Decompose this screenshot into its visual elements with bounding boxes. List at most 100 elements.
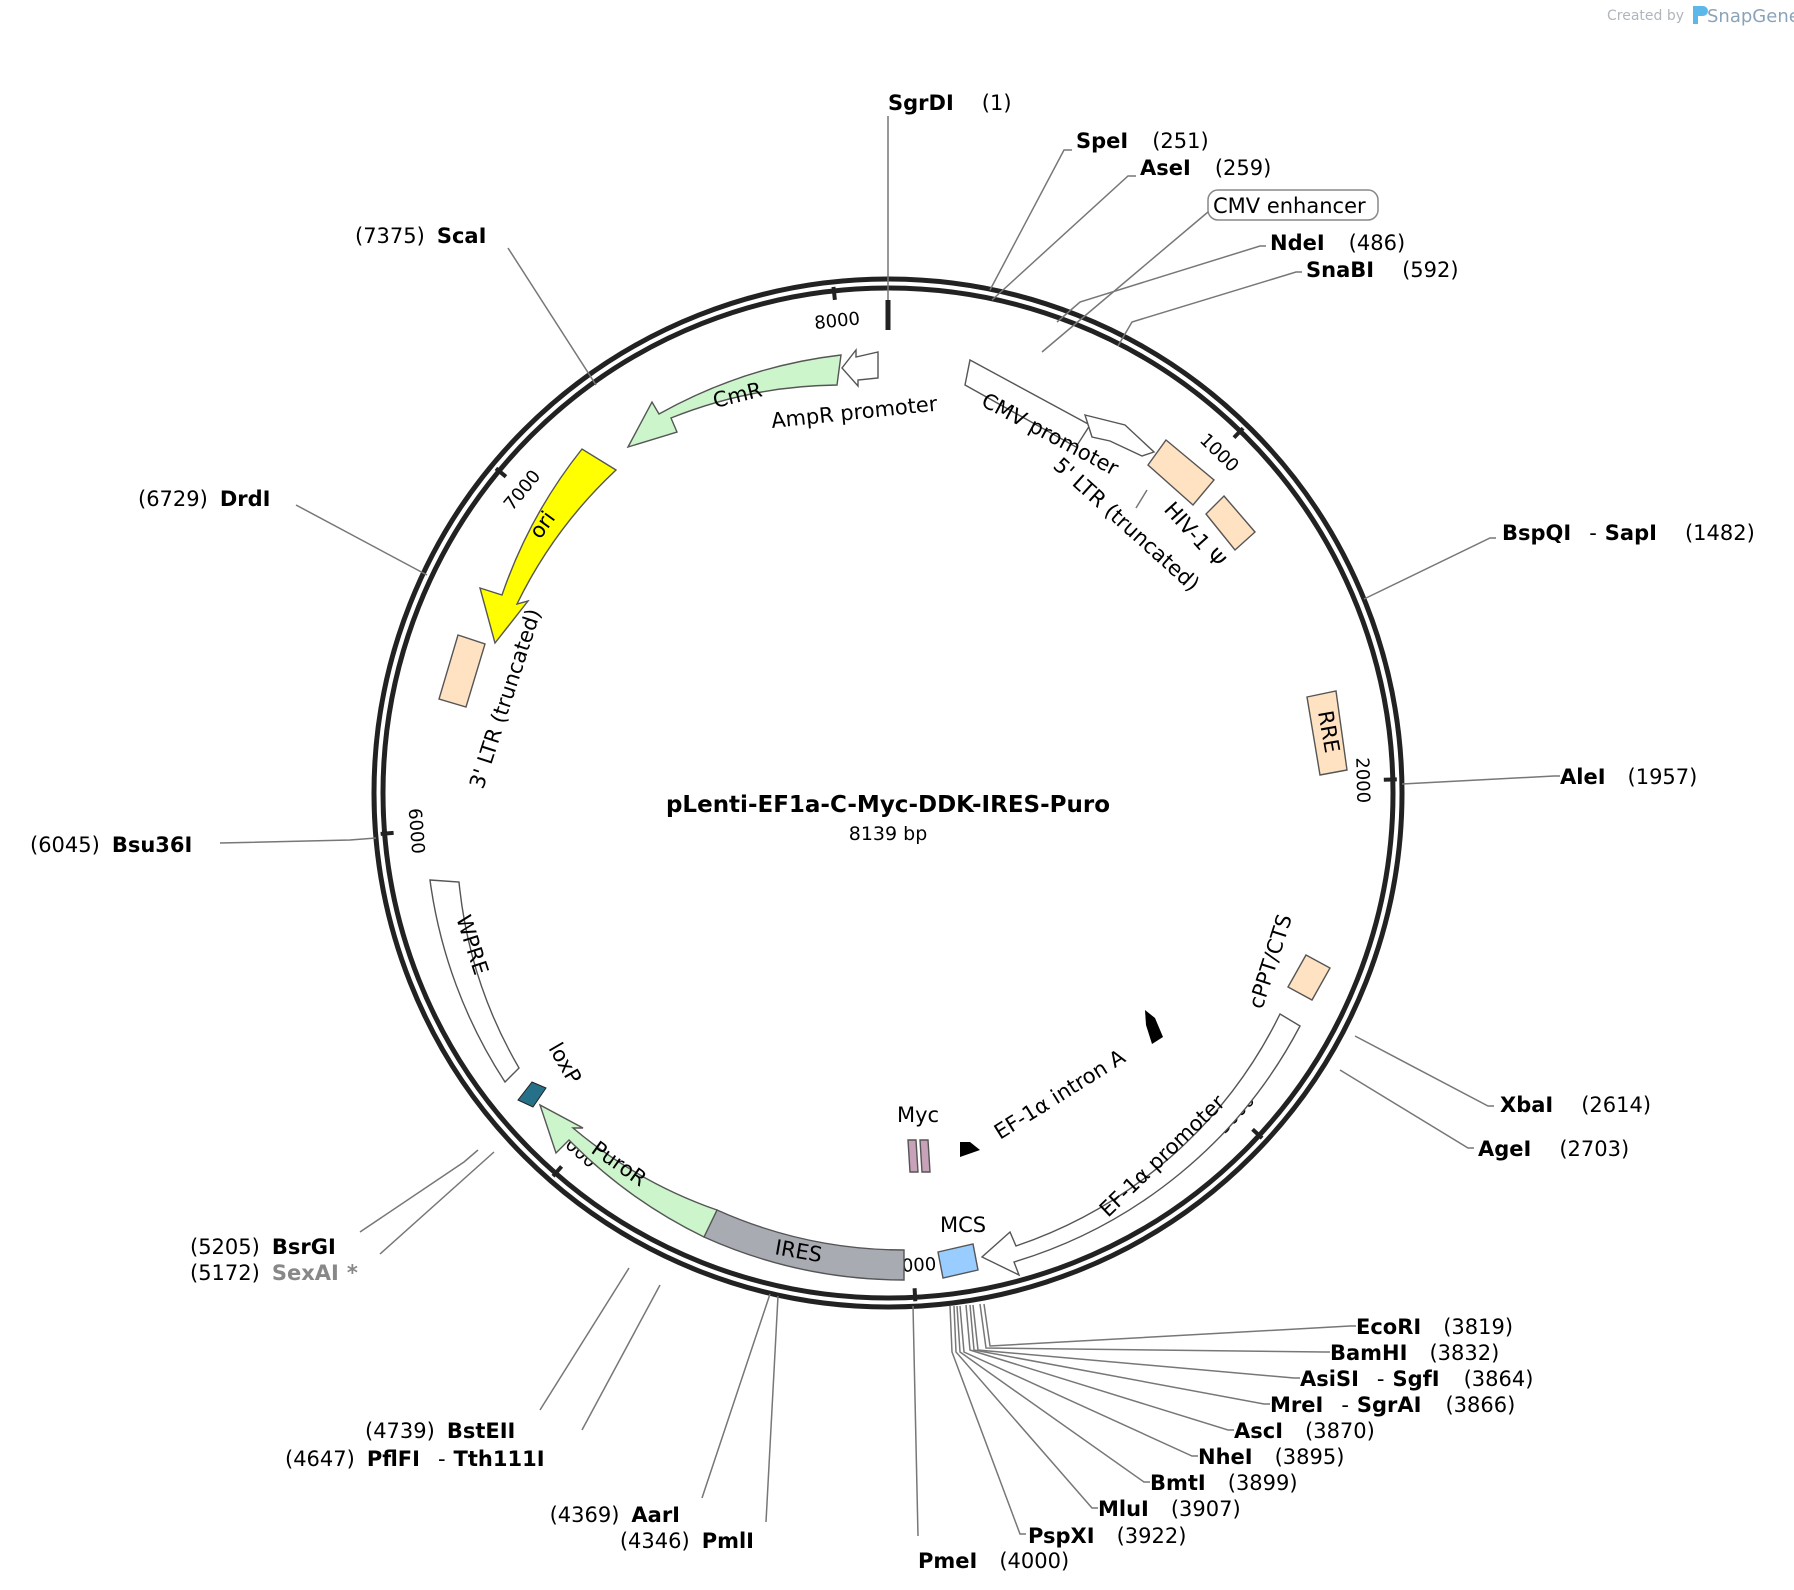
site-sgrdi[interactable]: SgrDI(1) — [887, 91, 1012, 300]
svg-text:SnaBI(592): SnaBI(592) — [1306, 258, 1459, 282]
tick-8000: 8000 — [813, 286, 861, 334]
svg-text:BspQI-SapI(1482): BspQI-SapI(1482) — [1502, 521, 1755, 545]
svg-text:SpeI(251): SpeI(251) — [1076, 129, 1209, 153]
svg-text:8000: 8000 — [813, 308, 861, 334]
features — [429, 347, 1348, 1281]
site-ecori[interactable]: EcoRI(3819) — [983, 1303, 1513, 1347]
svg-text:(6045)Bsu36I: (6045)Bsu36I — [30, 833, 192, 857]
site-bsrgi[interactable]: (5205)BsrGI — [190, 1149, 479, 1259]
feature-cmv-promoter[interactable] — [1083, 414, 1156, 457]
site-pflfi-tth111i[interactable]: (4647)PflFI-Tth111I — [285, 1284, 661, 1471]
feature-cmv-enhancer[interactable] — [964, 358, 1091, 448]
svg-text:2000: 2000 — [1351, 757, 1373, 803]
tick-7000: 7000 — [494, 466, 545, 515]
svg-text:(7375)ScaI: (7375)ScaI — [355, 224, 486, 248]
feature-cppt-cts[interactable] — [1287, 954, 1331, 1001]
plasmid-size: 8139 bp — [849, 823, 928, 845]
svg-text:AleI(1957): AleI(1957) — [1560, 765, 1697, 789]
feature-myc-1 — [907, 1139, 919, 1173]
svg-text:MluI(3907): MluI(3907) — [1098, 1497, 1241, 1521]
site-spei[interactable]: SpeI(251) — [989, 129, 1209, 291]
created-by-text: Created by — [1607, 8, 1684, 24]
svg-text:AscI(3870): AscI(3870) — [1234, 1419, 1375, 1443]
label-myc: Myc — [897, 1103, 939, 1127]
site-pmei[interactable]: PmeI(4000) — [912, 1305, 1069, 1573]
svg-text:MreI-SgrAI(3866): MreI-SgrAI(3866) — [1270, 1393, 1515, 1417]
feature-loxp[interactable] — [517, 1081, 547, 1108]
site-nhei[interactable]: NheI(3895) — [959, 1305, 1344, 1469]
site-mrei-sgrai[interactable]: MreI-SgrAI(3866) — [969, 1304, 1515, 1417]
feature-3-ltr[interactable] — [438, 634, 486, 708]
label-ef1a-promoter: EF-1α promoter — [1095, 1090, 1230, 1222]
label-loxp: loxP — [544, 1039, 586, 1088]
feature-ef1a-promoter[interactable] — [980, 1013, 1301, 1277]
snapgene-logo-icon — [1693, 6, 1708, 24]
svg-text:AsiSI-SgfI(3864): AsiSI-SgfI(3864) — [1300, 1367, 1533, 1391]
tick-2000: 2000 — [1351, 757, 1397, 803]
feature-cmr[interactable] — [626, 354, 842, 449]
label-cmr: CmR — [710, 378, 764, 413]
feature-ampr-promoter[interactable] — [841, 347, 879, 388]
restriction-sites: SgrDI(1) SpeI(251) AseI(259) NdeI(486) S… — [30, 91, 1755, 1573]
snapgene-brand-text[interactable]: SnapGene — [1707, 6, 1794, 27]
svg-text:NdeI(486): NdeI(486) — [1270, 231, 1405, 255]
svg-text:EcoRI(3819): EcoRI(3819) — [1356, 1315, 1513, 1339]
svg-text:SgrDI(1): SgrDI(1) — [888, 91, 1012, 115]
label-cmv-enhancer: CMV enhancer — [1213, 194, 1366, 218]
site-bspqi-sapi[interactable]: BspQI-SapI(1482) — [1363, 521, 1755, 600]
tick-6000: 6000 — [380, 807, 429, 855]
site-asisi-sgfi[interactable]: AsiSI-SgfI(3864) — [972, 1304, 1533, 1391]
feature-rre[interactable] — [1306, 690, 1348, 776]
site-agei[interactable]: AgeI(2703) — [1339, 1069, 1629, 1161]
tick-1000: 1000 — [1195, 426, 1245, 477]
svg-text:(6729)DrdI: (6729)DrdI — [138, 487, 270, 511]
site-bsu36i[interactable]: (6045)Bsu36I — [30, 833, 377, 857]
svg-text:(4647)PflFI-Tth111I: (4647)PflFI-Tth111I — [285, 1447, 545, 1471]
site-pspxi[interactable]: PspXI(3922) — [949, 1305, 1186, 1548]
site-ndei[interactable]: NdeI(486) — [1056, 231, 1405, 323]
label-ampr-promoter: AmpR promoter — [770, 392, 939, 433]
site-mlui[interactable]: MluI(3907) — [953, 1305, 1241, 1521]
svg-text:(4369)AarI: (4369)AarI — [550, 1503, 680, 1527]
svg-text:NheI(3895): NheI(3895) — [1198, 1445, 1344, 1469]
feature-ef1a-intron-a-mark-1 — [1145, 1010, 1163, 1044]
site-sexai[interactable]: (5172)SexAI* — [190, 1151, 495, 1285]
feature-myc-2 — [919, 1139, 931, 1173]
svg-text:AgeI(2703): AgeI(2703) — [1478, 1137, 1629, 1161]
site-bamhi[interactable]: BamHI(3832) — [979, 1303, 1499, 1365]
svg-text:(4739)BstEII: (4739)BstEII — [365, 1419, 515, 1443]
svg-text:BamHI(3832): BamHI(3832) — [1330, 1341, 1499, 1365]
site-alei[interactable]: AleI(1957) — [1401, 765, 1697, 789]
site-asei[interactable]: AseI(259) — [991, 156, 1271, 301]
feature-5-ltr[interactable] — [1147, 438, 1215, 507]
site-pmli[interactable]: (4346)PmlI — [620, 1295, 779, 1553]
site-drdi[interactable]: (6729)DrdI — [138, 487, 428, 576]
feature-ori[interactable] — [478, 448, 618, 645]
svg-text:6000: 6000 — [404, 807, 429, 854]
feature-purorr[interactable] — [538, 1103, 718, 1238]
svg-text:PspXI(3922): PspXI(3922) — [1028, 1524, 1186, 1548]
site-xbai[interactable]: XbaI(2614) — [1354, 1035, 1651, 1117]
site-snabi[interactable]: SnaBI(592) — [1117, 258, 1459, 347]
plasmid-name: pLenti-EF1a-C-Myc-DDK-IRES-Puro — [666, 792, 1110, 818]
svg-text:XbaI(2614): XbaI(2614) — [1500, 1093, 1651, 1117]
site-bsteii[interactable]: (4739)BstEII — [365, 1267, 630, 1443]
site-asci[interactable]: AscI(3870) — [965, 1304, 1375, 1443]
site-bmti[interactable]: BmtI(3899) — [956, 1305, 1298, 1495]
feature-mcs[interactable] — [937, 1243, 979, 1279]
label-ef1a-intron-a: EF-1α intron A — [990, 1044, 1130, 1144]
svg-text:(5172)SexAI*: (5172)SexAI* — [190, 1261, 358, 1285]
site-aari[interactable]: (4369)AarI — [550, 1293, 771, 1527]
svg-text:(4346)PmlI: (4346)PmlI — [620, 1529, 754, 1553]
svg-text:AseI(259): AseI(259) — [1140, 156, 1271, 180]
svg-text:7000: 7000 — [500, 466, 545, 515]
feature-hiv1-psi[interactable] — [1205, 494, 1256, 552]
cmv-enhancer-label-box: CMV enhancer — [1041, 189, 1379, 353]
svg-text:(5205)BsrGI: (5205)BsrGI — [190, 1235, 336, 1259]
feature-wpre[interactable] — [429, 879, 520, 1084]
label-cppt-cts: cPPT/CTS — [1244, 911, 1297, 1011]
svg-text:BmtI(3899): BmtI(3899) — [1150, 1471, 1298, 1495]
site-scai[interactable]: (7375)ScaI — [355, 224, 597, 386]
svg-text:PmeI(4000): PmeI(4000) — [918, 1549, 1069, 1573]
